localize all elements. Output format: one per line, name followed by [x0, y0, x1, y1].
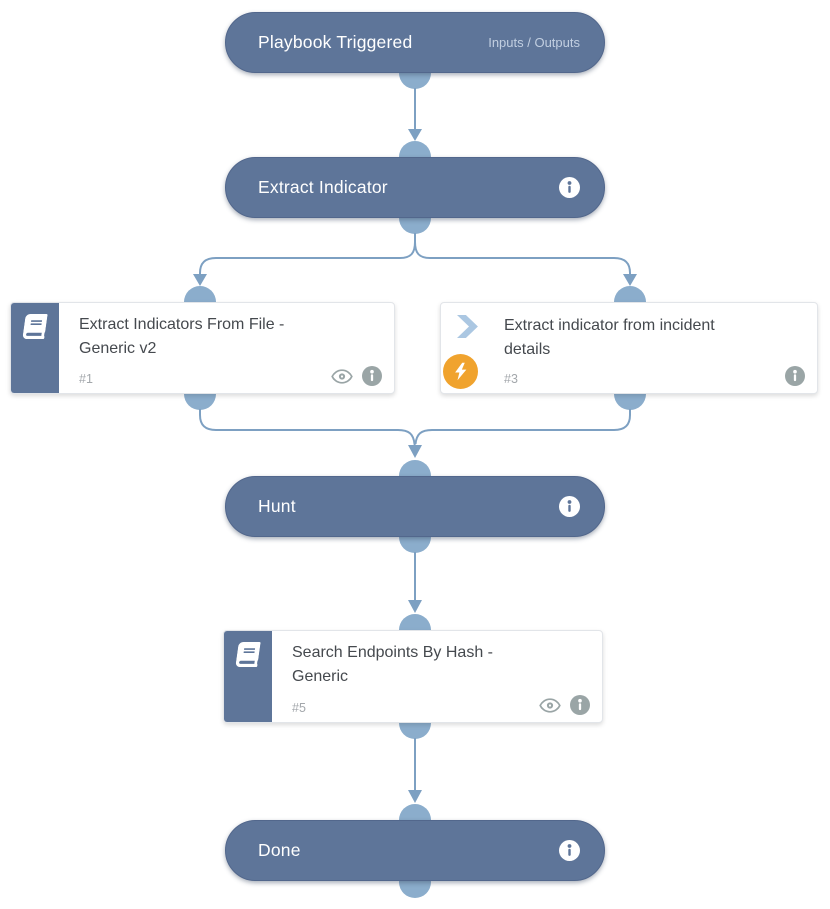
task-card-extract-indicators-from-file[interactable]: Extract Indicators From File - Generic v…: [10, 302, 395, 394]
task-card-extract-indicator-from-incident[interactable]: Extract indicator from incident details …: [440, 302, 818, 394]
task-card-body: Search Endpoints By Hash - Generic #5: [272, 631, 602, 722]
node-title: Extract Indicator: [258, 177, 388, 197]
info-icon[interactable]: [559, 177, 580, 198]
task-id: #1: [79, 372, 93, 386]
book-icon: [235, 642, 261, 667]
sub-playbook-sidebar: [11, 303, 59, 393]
info-icon[interactable]: [362, 366, 382, 386]
lightning-icon: [443, 354, 478, 389]
task-card-search-endpoints-by-hash[interactable]: Search Endpoints By Hash - Generic #5: [223, 630, 603, 723]
node-title: Done: [258, 840, 301, 860]
task-id: #5: [292, 701, 306, 715]
task-title: Search Endpoints By Hash - Generic: [292, 644, 493, 685]
node-playbook-triggered[interactable]: Playbook Triggered Inputs / Outputs: [225, 12, 605, 73]
info-icon[interactable]: [570, 695, 590, 715]
task-card-body: Extract Indicators From File - Generic v…: [59, 303, 394, 393]
node-title: Playbook Triggered: [258, 32, 413, 52]
book-icon: [22, 314, 48, 339]
eye-icon[interactable]: [539, 697, 561, 713]
node-title: Hunt: [258, 496, 296, 516]
task-id: #3: [504, 372, 518, 386]
info-icon[interactable]: [559, 496, 580, 517]
task-title: Extract indicator from incident details: [504, 317, 715, 358]
task-actions: [331, 366, 382, 386]
info-icon[interactable]: [559, 840, 580, 861]
info-icon[interactable]: [785, 366, 805, 386]
inputs-outputs-button[interactable]: Inputs / Outputs: [488, 35, 580, 50]
node-extract-indicator[interactable]: Extract Indicator: [225, 157, 605, 218]
connector-edges: [193, 88, 637, 803]
node-done[interactable]: Done: [225, 820, 605, 881]
sub-playbook-sidebar: [224, 631, 272, 722]
eye-icon[interactable]: [331, 368, 353, 384]
task-title: Extract Indicators From File - Generic v…: [79, 316, 285, 357]
node-hunt[interactable]: Hunt: [225, 476, 605, 537]
chevron-right-icon: [457, 315, 480, 338]
task-actions: [539, 695, 590, 715]
task-card-body: Extract indicator from incident details …: [441, 303, 817, 393]
task-actions: [785, 366, 805, 386]
